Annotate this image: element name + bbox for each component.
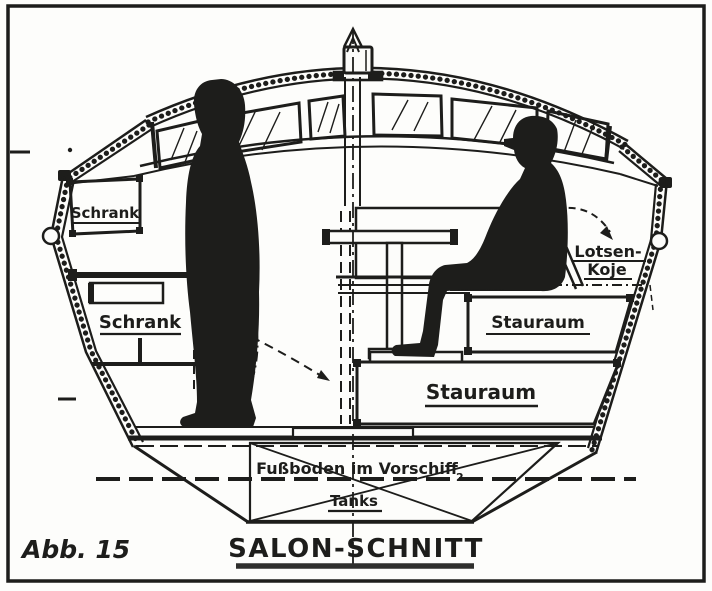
- diagram-title: SALON-SCHNITT: [228, 534, 484, 564]
- label-schrank-lower: Schrank: [99, 312, 182, 333]
- label-stauraum-lower: Stauraum: [426, 380, 536, 404]
- label-fussboden: Fußboden im Vorschiff: [256, 459, 459, 478]
- figure-caption: Abb. 15: [20, 535, 130, 564]
- mast-centerline: [342, 26, 364, 570]
- label-lotsen-koje-line2: Koje: [587, 260, 627, 279]
- ventilator: [332, 45, 384, 82]
- companionway-dashed-lines: [340, 211, 351, 424]
- pilot-berth-arrow: [544, 207, 613, 240]
- figure-border: [6, 4, 706, 583]
- label-stauraum-upper: Stauraum: [491, 313, 585, 333]
- door-swing-arc: [237, 329, 330, 381]
- label-fussboden-subscript: 2: [456, 471, 464, 484]
- cabinet-upper: [66, 175, 143, 237]
- label-schrank-upper: Schrank: [71, 204, 141, 222]
- mast-compression-post: [344, 77, 361, 206]
- cabin-ceiling-lines: [65, 121, 659, 187]
- label-tanks: Tanks: [330, 492, 378, 510]
- stauraum-box-upper: [464, 294, 634, 355]
- diagram-labels: Schrank Schrank Lotsen- Koje Stauraum St…: [71, 204, 646, 513]
- label-lotsen-koje-line1: Lotsen-: [574, 242, 641, 261]
- standing-person-silhouette: [180, 79, 260, 427]
- stauraum-box-lower: [353, 359, 622, 427]
- reference-dot: [67, 147, 73, 153]
- rubrail-fitting-left: [41, 226, 61, 246]
- rubrail-fitting-right: [649, 231, 669, 251]
- tanks-outline: [248, 441, 561, 523]
- seated-person-silhouette: [391, 115, 568, 357]
